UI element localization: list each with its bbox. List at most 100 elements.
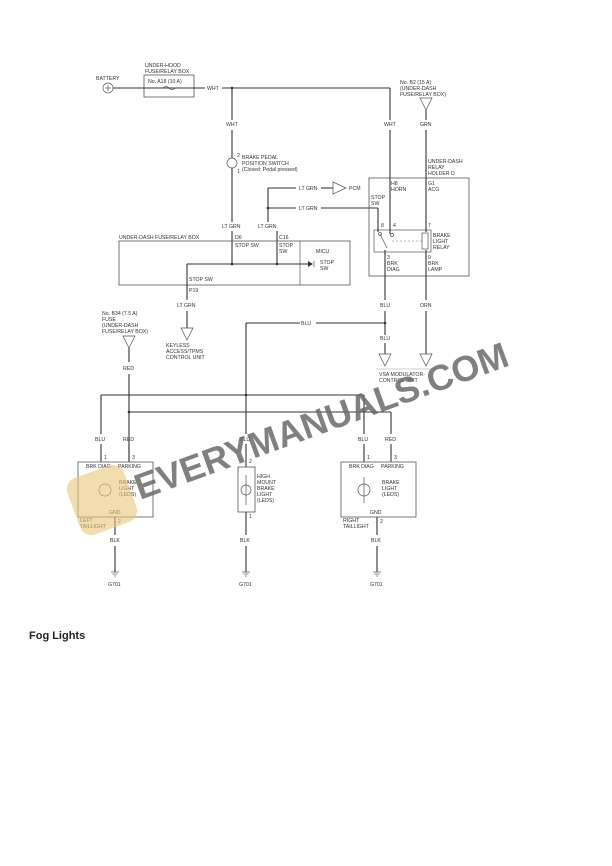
svg-text:WHT: WHT bbox=[207, 86, 220, 92]
svg-text:No. A18 (10 A): No. A18 (10 A) bbox=[148, 79, 182, 85]
svg-text:RED: RED bbox=[385, 437, 396, 443]
svg-text:2: 2 bbox=[237, 153, 240, 159]
relay-holder-d: UNDER-DASH RELAY HOLDER D H8 HORN G1 ACG… bbox=[368, 159, 470, 277]
svg-text:LIGHT: LIGHT bbox=[257, 492, 273, 498]
brake-pedal-switch: 2 1 BRAKE PEDAL POSITION SWITCH (Closed:… bbox=[226, 153, 298, 175]
svg-text:HORN: HORN bbox=[391, 187, 407, 193]
svg-text:1: 1 bbox=[104, 455, 107, 461]
svg-text:STOP: STOP bbox=[320, 260, 335, 266]
underhood-fuse-box: UNDER-HOOD FUSE/RELAY BOX No. A18 (10 A) bbox=[143, 63, 195, 98]
svg-text:4: 4 bbox=[393, 223, 396, 229]
svg-text:PARKING: PARKING bbox=[118, 464, 141, 470]
svg-text:2: 2 bbox=[380, 519, 383, 525]
svg-text:HIGH: HIGH bbox=[257, 474, 270, 480]
svg-text:KEYLESS: KEYLESS bbox=[166, 343, 190, 349]
underdash-fuse-box: UNDER-DASH FUSE/RELAY BOX D6 STOP SW C16… bbox=[118, 235, 351, 294]
svg-text:BLU: BLU bbox=[95, 437, 105, 443]
fuse-b34: No. B34 (7.5 A) FUSE (UNDER-DASH FUSE/RE… bbox=[102, 311, 148, 349]
brake-light-wiring-diagram: BATTERY UNDER-HOOD FUSE/RELAY BOX No. A1… bbox=[77, 63, 470, 588]
svg-text:BLK: BLK bbox=[371, 538, 381, 544]
svg-text:GND: GND bbox=[109, 510, 121, 516]
svg-text:BRAKE: BRAKE bbox=[382, 480, 400, 486]
svg-text:3: 3 bbox=[394, 455, 397, 461]
svg-text:No. B2 (15 A): No. B2 (15 A) bbox=[400, 80, 431, 86]
svg-text:C16: C16 bbox=[279, 235, 289, 241]
svg-text:BLU: BLU bbox=[240, 437, 250, 443]
ground-left: G701 bbox=[108, 546, 121, 588]
svg-text:G701: G701 bbox=[108, 582, 121, 588]
svg-text:FUSE/RELAY BOX: FUSE/RELAY BOX bbox=[145, 69, 190, 75]
svg-text:BRK: BRK bbox=[428, 261, 439, 267]
svg-text:HOLDER D: HOLDER D bbox=[428, 171, 455, 177]
svg-text:TAILLIGHT: TAILLIGHT bbox=[343, 524, 370, 530]
svg-text:SW: SW bbox=[320, 266, 328, 272]
svg-text:(Closed: Pedal pressed): (Closed: Pedal pressed) bbox=[242, 167, 298, 173]
fuse-b2: No. B2 (15 A) (UNDER-DASH FUSE/RELAY BOX… bbox=[400, 80, 446, 111]
svg-text:STOP: STOP bbox=[279, 243, 294, 249]
svg-text:BLK: BLK bbox=[240, 538, 250, 544]
svg-text:RIGHT: RIGHT bbox=[343, 518, 360, 524]
svg-text:GRN: GRN bbox=[420, 122, 432, 128]
svg-text:WHT: WHT bbox=[226, 122, 239, 128]
svg-text:STOP: STOP bbox=[371, 195, 386, 201]
svg-text:FUSE/RELAY BOX): FUSE/RELAY BOX) bbox=[102, 329, 148, 335]
svg-text:1: 1 bbox=[237, 169, 240, 175]
svg-text:BLU: BLU bbox=[358, 437, 368, 443]
svg-text:No. B34 (7.5 A): No. B34 (7.5 A) bbox=[102, 311, 138, 317]
svg-text:3: 3 bbox=[387, 255, 390, 261]
svg-text:ORN: ORN bbox=[420, 303, 432, 309]
svg-text:LIGHT: LIGHT bbox=[433, 239, 449, 245]
svg-text:BRAKE: BRAKE bbox=[257, 486, 275, 492]
svg-text:STOP SW: STOP SW bbox=[235, 243, 259, 249]
svg-text:BRK: BRK bbox=[387, 261, 398, 267]
ground-center: G701 bbox=[239, 546, 252, 588]
svg-text:(UNDER-DASH: (UNDER-DASH bbox=[102, 323, 139, 329]
svg-text:G701: G701 bbox=[370, 582, 383, 588]
svg-text:MICU: MICU bbox=[316, 249, 330, 255]
svg-text:BLK: BLK bbox=[110, 538, 120, 544]
svg-text:STOP SW: STOP SW bbox=[189, 277, 213, 283]
svg-text:MOUNT: MOUNT bbox=[257, 480, 277, 486]
svg-text:(LEDS): (LEDS) bbox=[257, 498, 274, 504]
svg-text:BRK DIAG: BRK DIAG bbox=[349, 464, 374, 470]
svg-text:UNDER-HOOD: UNDER-HOOD bbox=[145, 63, 181, 69]
battery-symbol: BATTERY bbox=[96, 76, 120, 94]
svg-text:RED: RED bbox=[123, 437, 134, 443]
svg-text:VSA MODULATOR-: VSA MODULATOR- bbox=[379, 372, 425, 378]
svg-text:SW: SW bbox=[279, 249, 287, 255]
svg-text:ACCESS/TPMS: ACCESS/TPMS bbox=[166, 349, 204, 355]
svg-text:BRAKE PEDAL: BRAKE PEDAL bbox=[242, 155, 278, 161]
svg-text:1: 1 bbox=[367, 455, 370, 461]
svg-text:BLU: BLU bbox=[301, 321, 311, 327]
svg-text:LT GRN: LT GRN bbox=[222, 224, 241, 230]
svg-text:LT GRN: LT GRN bbox=[299, 206, 318, 212]
svg-text:D6: D6 bbox=[235, 235, 242, 241]
svg-text:2: 2 bbox=[249, 459, 252, 465]
svg-text:(LEDS): (LEDS) bbox=[119, 492, 136, 498]
svg-text:(LEDS): (LEDS) bbox=[382, 492, 399, 498]
svg-text:LT GRN: LT GRN bbox=[299, 186, 318, 192]
svg-text:RELAY: RELAY bbox=[433, 245, 450, 251]
section-title: Fog Lights bbox=[29, 630, 86, 642]
svg-text:BRK DIAG: BRK DIAG bbox=[86, 464, 111, 470]
svg-text:CONTROL UNIT: CONTROL UNIT bbox=[166, 355, 206, 361]
svg-text:LT GRN: LT GRN bbox=[177, 303, 196, 309]
svg-text:(UNDER-DASH: (UNDER-DASH bbox=[400, 86, 437, 92]
svg-text:RELAY: RELAY bbox=[428, 165, 445, 171]
svg-text:BLU: BLU bbox=[380, 303, 390, 309]
svg-text:9: 9 bbox=[428, 255, 431, 261]
svg-text:3: 3 bbox=[132, 455, 135, 461]
svg-text:BRAKE: BRAKE bbox=[433, 233, 451, 239]
svg-text:FUSE/RELAY BOX): FUSE/RELAY BOX) bbox=[400, 92, 446, 98]
svg-text:BATTERY: BATTERY bbox=[96, 76, 120, 82]
svg-text:WHT: WHT bbox=[384, 122, 397, 128]
svg-text:ACG: ACG bbox=[428, 187, 439, 193]
right-taillight: 1 3 BRK DIAG PARKING BRAKE LIGHT (LEDS) … bbox=[340, 455, 417, 530]
svg-text:GND: GND bbox=[370, 510, 382, 516]
svg-text:8: 8 bbox=[381, 223, 384, 229]
svg-text:P19: P19 bbox=[189, 288, 198, 294]
svg-text:RED: RED bbox=[123, 366, 134, 372]
svg-text:LT GRN: LT GRN bbox=[258, 224, 277, 230]
svg-text:DIAG: DIAG bbox=[387, 267, 400, 273]
svg-text:TAILLIGHT: TAILLIGHT bbox=[80, 524, 107, 530]
